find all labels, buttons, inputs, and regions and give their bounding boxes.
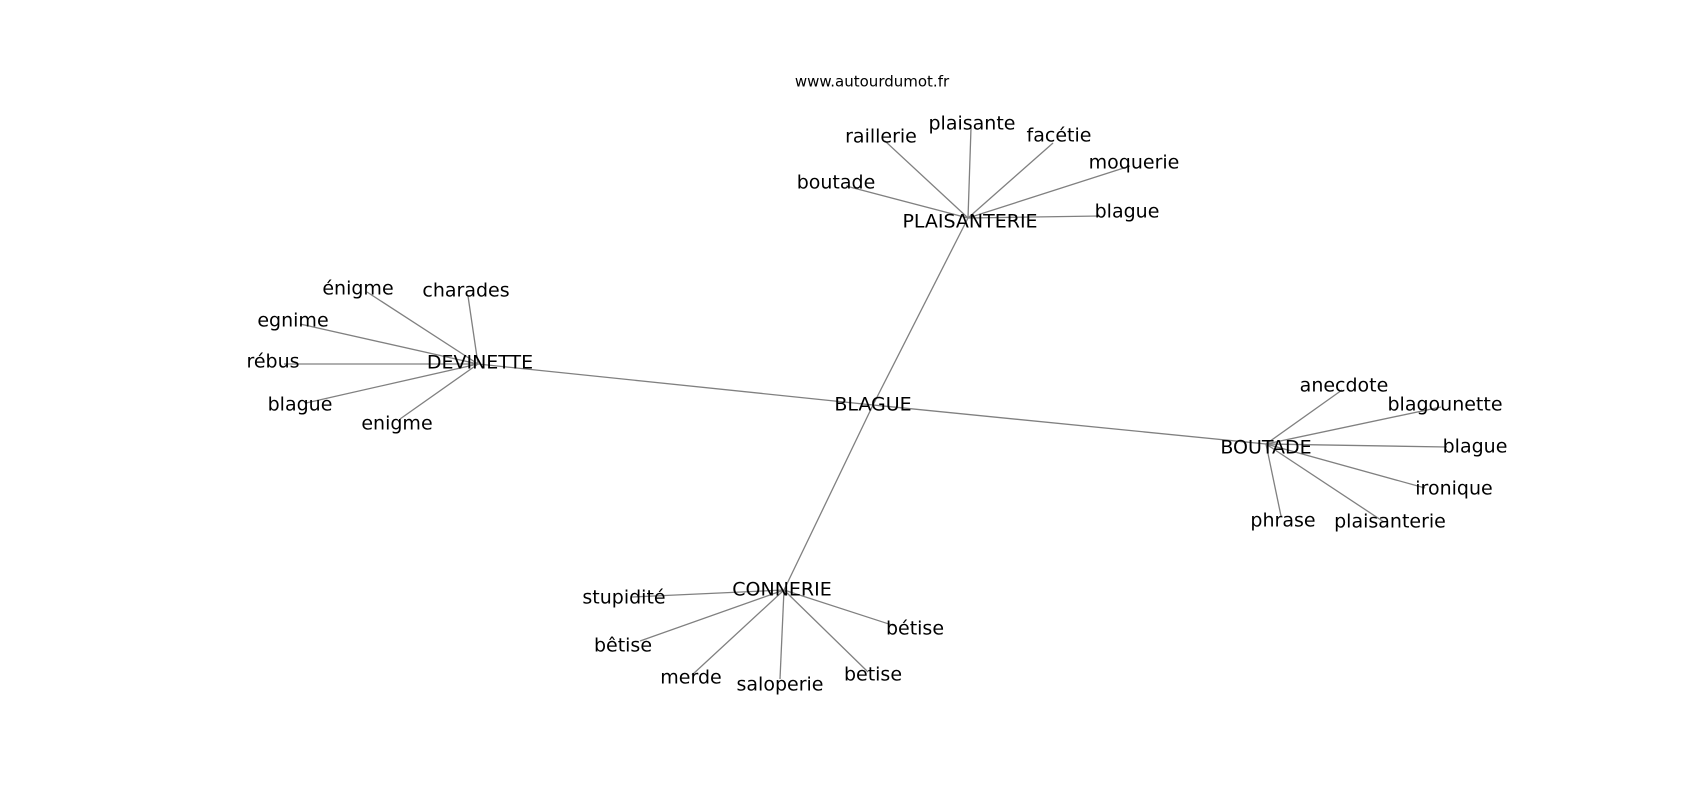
leaf-node-label: stupidité	[582, 587, 665, 609]
hub-node-label: CONNERIE	[732, 579, 831, 601]
edge-center-to-hub	[872, 217, 969, 406]
leaf-node-label: merde	[660, 667, 721, 689]
edge-hub-to-leaf	[1265, 443, 1282, 517]
edge-hub-to-leaf	[845, 185, 969, 219]
leaf-node-label: facétie	[1027, 125, 1092, 147]
watermark-label: www.autourdumot.fr	[795, 73, 950, 91]
edge-layer	[284, 127, 1448, 680]
edge-hub-to-leaf	[1265, 443, 1385, 523]
leaf-node-label: blagounette	[1387, 394, 1502, 416]
leaf-node-label: énigme	[322, 278, 393, 300]
edge-hub-to-leaf	[399, 363, 479, 420]
edge-hub-to-leaf	[884, 140, 969, 219]
edge-hub-to-leaf	[691, 589, 785, 676]
edge-hub-to-leaf	[631, 589, 785, 598]
leaf-node-label: charades	[422, 280, 509, 302]
hub-node-label: BOUTADE	[1220, 437, 1311, 459]
edge-center-to-hub	[783, 404, 874, 591]
hub-node-label: DEVINETTE	[427, 352, 533, 374]
edge-hub-to-leaf	[1265, 443, 1426, 489]
leaf-node-label: blague	[1095, 201, 1160, 223]
leaf-node-label: plaisanterie	[1334, 511, 1446, 533]
leaf-node-label: plaisante	[929, 113, 1016, 135]
edge-hub-to-leaf	[783, 589, 869, 673]
center-node-label: BLAGUE	[834, 394, 911, 416]
leaf-node-label: blague	[1443, 436, 1508, 458]
edge-hub-to-leaf	[967, 165, 1131, 219]
edge-hub-to-leaf	[779, 589, 785, 680]
leaf-node-label: boutade	[797, 172, 876, 194]
leaf-node-label: enigme	[361, 413, 432, 435]
leaf-node-label: phrase	[1250, 510, 1315, 532]
leaf-node-label: anecdote	[1300, 375, 1389, 397]
leaf-node-label: bétise	[886, 618, 944, 640]
edge-hub-to-leaf	[783, 589, 896, 627]
label-layer: BLAGUE PLAISANTERIE raillerie plaisante facé…	[246, 113, 1507, 696]
edge-hub-to-leaf	[366, 291, 479, 365]
leaf-node-label: moquerie	[1089, 152, 1180, 174]
edge-hub-to-leaf	[1265, 389, 1343, 445]
edge-center-to-hub	[872, 404, 1267, 445]
edge-hub-to-leaf	[467, 295, 479, 365]
leaf-node-label: betise	[844, 664, 902, 686]
leaf-node-label: rébus	[246, 351, 299, 373]
edge-hub-to-leaf	[1265, 443, 1448, 448]
leaf-node-label: raillerie	[845, 126, 917, 148]
leaf-node-label: egnime	[257, 310, 328, 332]
edge-hub-to-leaf	[639, 589, 785, 642]
edge-hub-to-leaf	[305, 363, 479, 404]
edge-hub-to-leaf	[967, 215, 1101, 219]
edge-hub-to-leaf	[967, 142, 1054, 219]
edge-hub-to-leaf	[1265, 406, 1442, 445]
leaf-node-label: bêtise	[594, 635, 652, 657]
hub-node-label: PLAISANTERIE	[902, 211, 1037, 233]
leaf-node-label: saloperie	[737, 674, 824, 696]
leaf-node-label: blague	[268, 394, 333, 416]
leaf-node-label: ironique	[1415, 478, 1492, 500]
edge-hub-to-leaf	[967, 127, 972, 219]
edge-hub-to-leaf	[299, 323, 479, 365]
edge-center-to-hub	[477, 363, 874, 406]
